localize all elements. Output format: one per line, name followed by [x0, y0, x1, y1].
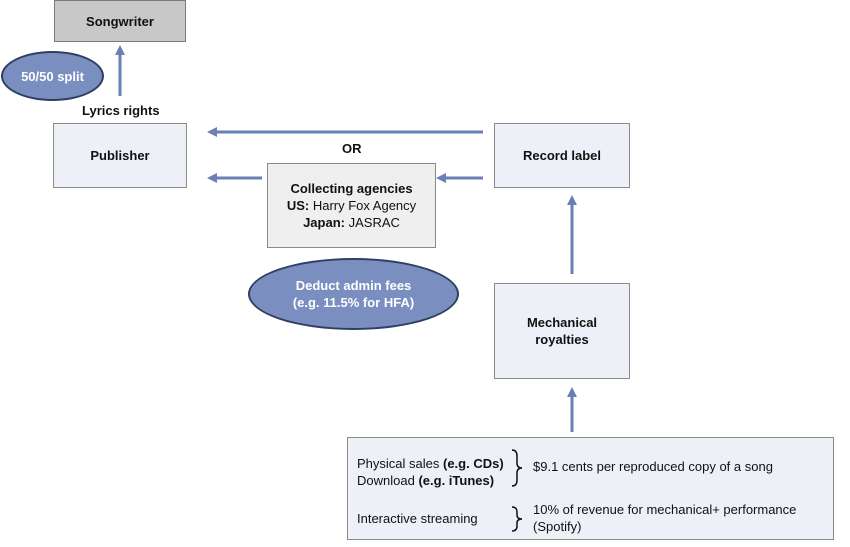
mechanical-line2: royalties: [535, 332, 589, 347]
download-line: Download (e.g. iTunes): [357, 472, 494, 489]
download-example: (e.g. iTunes): [418, 473, 495, 488]
physical-sales-example: (e.g. CDs): [443, 456, 504, 471]
mechanical-line1: Mechanical: [526, 315, 598, 330]
admin-fees-line2: (e.g. 11.5% for HFA): [292, 295, 415, 310]
agency-japan-line: Japan: JASRAC: [303, 214, 400, 231]
agency-japan-label: Japan:: [303, 215, 345, 230]
songwriter-node: Songwriter: [54, 0, 186, 42]
or-label: OR: [342, 141, 362, 156]
download-text: Download: [357, 473, 415, 488]
revenue-sources-box: Physical sales (e.g. CDs) Download (e.g.…: [347, 437, 834, 540]
songwriter-label: Songwriter: [86, 13, 154, 29]
streaming-rate-line2: (Spotify): [533, 519, 582, 534]
collecting-agencies-node: Collecting agencies US: Harry Fox Agency…: [267, 163, 436, 248]
streaming-text: Interactive streaming: [357, 511, 478, 526]
streaming-rate-line1: 10% of revenue for mechanical+ performan…: [533, 502, 797, 517]
brace-physical-download: [511, 449, 523, 487]
physical-sales-line: Physical sales (e.g. CDs): [357, 455, 504, 472]
split-callout-text: 50/50 split: [21, 68, 84, 84]
publisher-node: Publisher: [53, 123, 187, 188]
record-label-node: Record label: [494, 123, 630, 188]
admin-fees-line1: Deduct admin fees: [295, 278, 412, 293]
physical-sales-text: Physical sales: [357, 456, 440, 471]
agency-us-label: US:: [286, 198, 310, 213]
record-label-label: Record label: [522, 148, 602, 163]
lyrics-rights-label: Lyrics rights: [82, 103, 160, 118]
brace-streaming: [511, 506, 523, 532]
agency-us-value: Harry Fox Agency: [312, 198, 417, 213]
publisher-label: Publisher: [90, 148, 150, 163]
physical-download-rate: $9.1 cents per reproduced copy of a song: [533, 459, 773, 474]
admin-fees-callout: Deduct admin fees (e.g. 11.5% for HFA): [248, 258, 459, 330]
agency-japan-value: JASRAC: [348, 215, 400, 230]
agency-us-line: US: Harry Fox Agency: [287, 197, 416, 214]
mechanical-royalties-node: Mechanical royalties: [494, 283, 630, 379]
split-callout: 50/50 split: [1, 51, 104, 101]
agency-title: Collecting agencies: [290, 181, 413, 196]
